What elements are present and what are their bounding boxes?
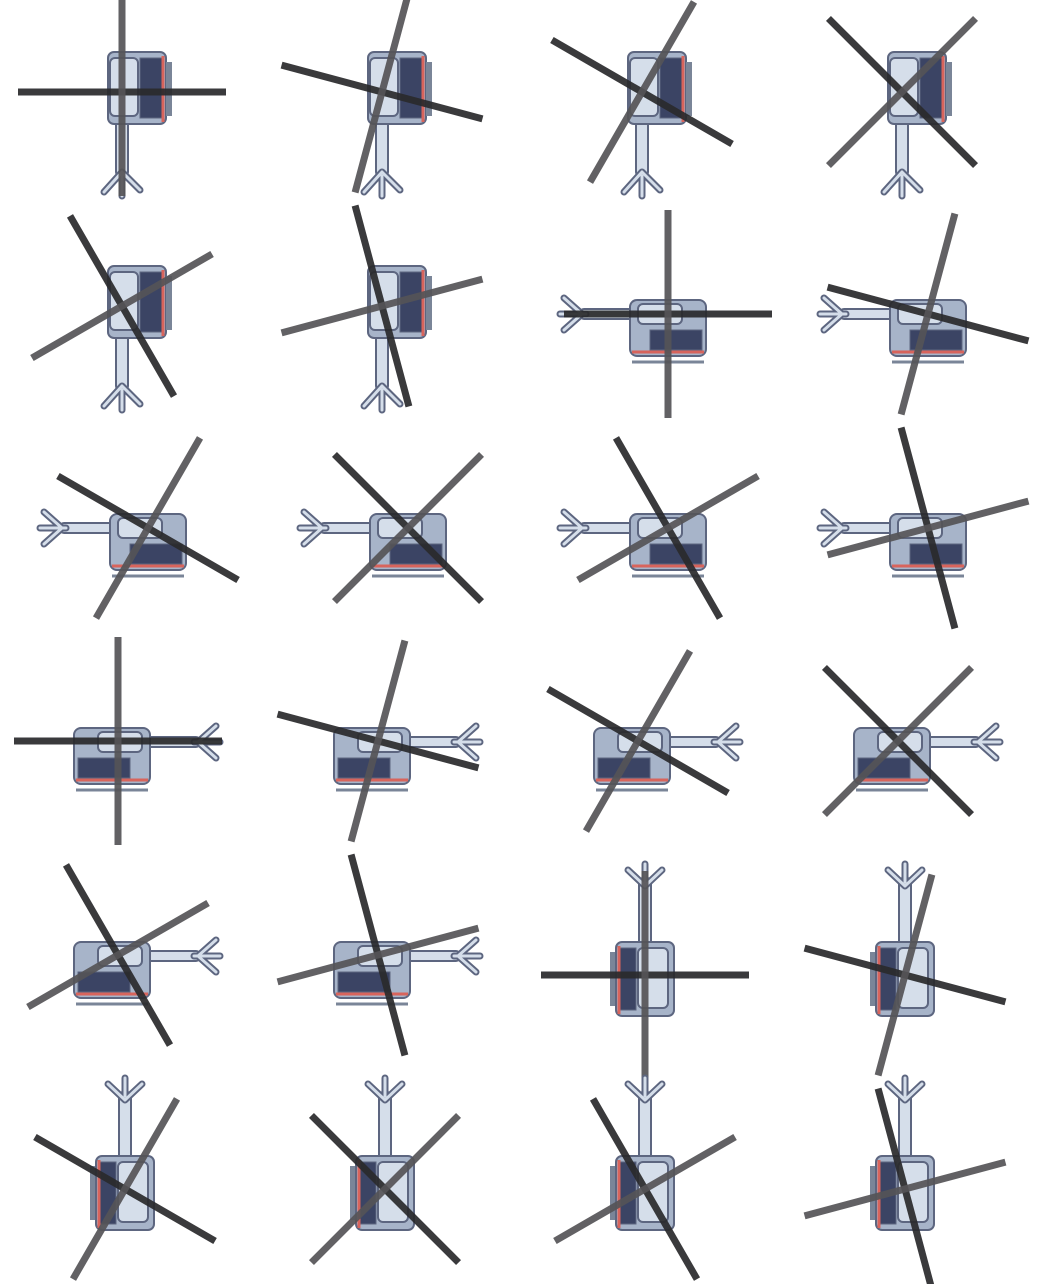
sprite-frame-1 (18, 0, 226, 200)
rotor-blade-2 (308, 1112, 462, 1266)
tail-boom (375, 331, 389, 391)
tail-boom (895, 117, 909, 177)
rotor-blade-2 (576, 472, 760, 584)
rotor-blade-2 (26, 899, 210, 1011)
skid (686, 62, 692, 116)
sprite-frame-15 (546, 649, 744, 833)
cabin-window (619, 947, 637, 1011)
rotor-blade-2 (582, 649, 694, 833)
rotor-blade-2 (331, 451, 485, 605)
rotor-blade-2 (92, 436, 204, 620)
sprite-frame-2 (280, 0, 484, 200)
tail-boom (375, 117, 389, 177)
cabin-window (399, 57, 423, 119)
cabin-window (337, 971, 391, 993)
rotor-blade-2 (825, 15, 979, 169)
sprite-frame-13 (14, 637, 224, 845)
rotor-blade-2 (280, 275, 484, 337)
sprite-frame-8 (816, 212, 1030, 416)
sprite-frame-24 (803, 1074, 1007, 1284)
skid (350, 1166, 355, 1220)
rotor-blade-2 (30, 250, 214, 362)
rotor-blade-2 (874, 873, 936, 1077)
sprite-frame-11 (556, 436, 760, 620)
cabin-window (649, 329, 703, 351)
skid (946, 62, 952, 116)
cabin-window (77, 757, 131, 779)
cabin-window (879, 947, 897, 1011)
sprite-frame-17 (26, 863, 224, 1047)
skid (870, 1166, 875, 1220)
sprite-frame-6 (280, 204, 484, 414)
sprite-frame-19 (541, 860, 749, 1079)
cabin-window (337, 757, 391, 779)
sprite-frame-18 (276, 853, 484, 1057)
skid (426, 276, 432, 330)
sprite-frame-21 (33, 1074, 217, 1281)
sprite-frame-16 (821, 664, 1004, 818)
rotor-blade-2 (826, 497, 1030, 559)
tail-boom (115, 331, 129, 391)
rotor-blade-2 (586, 0, 698, 184)
sprite-frame-20 (803, 860, 1007, 1077)
sprite-frame-9 (36, 436, 240, 620)
sprite-frame-22 (308, 1074, 462, 1266)
sprite-frame-12 (816, 426, 1030, 630)
sprite-frame-5 (30, 214, 214, 414)
rotor-blade-2 (897, 212, 959, 416)
tail-boom (635, 117, 649, 177)
rotor-blade-2 (553, 1133, 737, 1245)
sprite-frame-7 (556, 210, 772, 418)
rotor-blade-2 (351, 0, 411, 194)
rotor-blade-2 (803, 1158, 1007, 1220)
sprite-frame-23 (553, 1074, 737, 1281)
rotor-blade-2 (276, 924, 480, 986)
rotor-blade-2 (347, 639, 409, 843)
cabin-window (139, 57, 163, 119)
sprite-frame-14 (276, 639, 484, 843)
rotor-blade-2 (821, 664, 975, 818)
skid (426, 62, 432, 116)
skid (166, 276, 172, 330)
skid (610, 952, 615, 1006)
skid (610, 1166, 615, 1220)
skid (90, 1166, 95, 1220)
sprite-frame-10 (296, 451, 485, 605)
skid (870, 952, 875, 1006)
sprite-frame-4 (825, 15, 979, 200)
sprite-frame-3 (550, 0, 734, 200)
rotor-blade-2 (69, 1097, 181, 1281)
